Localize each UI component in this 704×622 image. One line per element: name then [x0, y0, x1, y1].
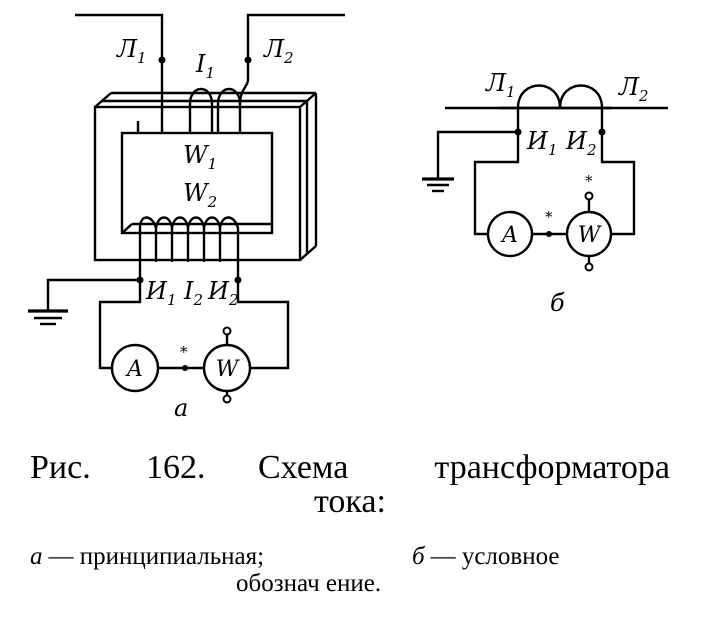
legend-item-b: б— условное	[412, 543, 559, 570]
wattmeter-label-b: W	[578, 223, 603, 248]
caption-number: 162.	[146, 449, 206, 486]
caption-word-schema: Схема	[258, 449, 348, 486]
ammeter-label-a: A	[125, 357, 143, 382]
label-l2-b: Л2	[618, 73, 649, 105]
label-i1-a: И1	[145, 277, 176, 309]
label-i1-b: И1	[526, 127, 557, 159]
label-secondary-current: I2	[183, 277, 203, 309]
figure-legend: а— принципиальная; б— условное обознач е…	[30, 543, 559, 597]
caption-word-transformer: трансформатора	[434, 449, 670, 486]
junction-dot-a	[182, 365, 188, 371]
ammeter-label-b: A	[500, 223, 518, 248]
diagram-b-letter: б	[550, 289, 565, 317]
ground-symbol-b	[422, 130, 518, 193]
legend-line-2: обознач ение.	[236, 570, 381, 597]
diagram-a-letter: а	[174, 394, 188, 422]
terminal-dot-l1	[158, 56, 166, 64]
terminal-dot-l2	[244, 56, 252, 64]
primary-turn-2-b	[558, 84, 604, 109]
label-primary-current: I1	[195, 50, 215, 82]
wattmeter-label-a: W	[216, 357, 241, 382]
label-l1-a: Л1	[116, 35, 147, 67]
ammeter-b	[486, 210, 534, 258]
secondary-winding	[136, 216, 242, 284]
line-conductor-left	[75, 13, 164, 60]
primary-turn-1-b	[516, 84, 562, 109]
diagram-a: Л1 Л2 I1 W1 W2 И1 I2 И2 A W * а	[28, 13, 345, 422]
label-secondary-winding: W2	[183, 179, 217, 211]
label-i2-b: И2	[565, 127, 596, 159]
caption-word-current: тока:	[314, 483, 386, 520]
label-l1-b: Л1	[485, 69, 516, 101]
polarity-star-b-1: *	[545, 208, 553, 226]
meter-circuit-a	[98, 280, 290, 404]
wattmeter-voltage-terminal-top-a	[222, 326, 232, 336]
legend-item-a: а— принципиальная;	[30, 543, 264, 570]
label-primary-winding: W1	[183, 141, 217, 173]
wattmeter-voltage-terminal-bottom-a	[222, 394, 232, 404]
primary-winding	[158, 56, 252, 133]
polarity-star-b-2: *	[585, 172, 593, 190]
polarity-star-a: *	[180, 343, 188, 361]
ammeter-a	[110, 343, 160, 393]
diagram-b: Л1 Л2 И1 И2 A W * * б	[422, 69, 668, 317]
caption-prefix: Рис.	[30, 449, 91, 486]
transformer-core	[93, 91, 318, 262]
junction-dot-b	[546, 231, 552, 237]
line-conductor-right	[246, 13, 345, 60]
wattmeter-voltage-terminal-top-b	[584, 191, 594, 201]
figure-caption: Рис. 162. Схема трансформатора тока:	[30, 449, 670, 520]
wattmeter-voltage-terminal-bottom-b	[584, 262, 594, 272]
ground-symbol-a	[28, 278, 140, 326]
label-l2-a: Л2	[263, 35, 294, 67]
meter-circuit-b	[473, 132, 636, 272]
label-i2-a: И2	[207, 277, 238, 309]
